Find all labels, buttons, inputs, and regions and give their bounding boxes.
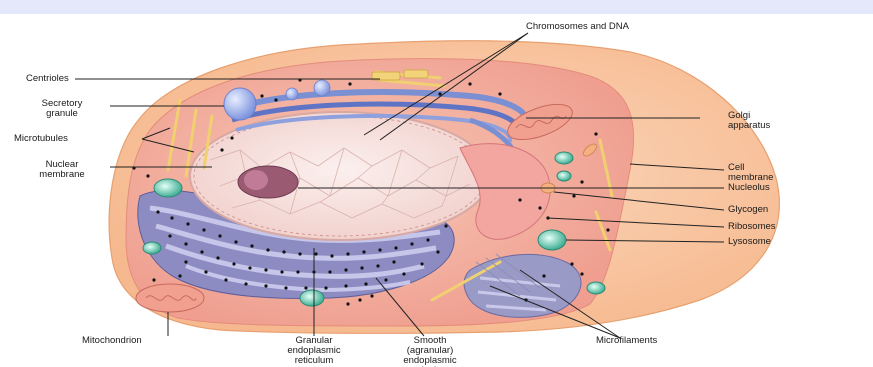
top-band: [0, 0, 873, 14]
label-smooth-er: Smooth (agranular) endoplasmic reticulum: [380, 336, 480, 367]
label-centrioles: Centrioles: [26, 74, 69, 84]
label-nuclear-membrane: Nuclear membrane: [22, 160, 102, 180]
granule-small-1: [314, 80, 330, 96]
label-ribosomes: Ribosomes: [728, 222, 776, 232]
label-microtubules: Microtubules: [14, 134, 68, 144]
label-chromosomes-dna: Chromosomes and DNA: [526, 22, 629, 32]
vesicle-right-2: [557, 171, 571, 181]
label-golgi-apparatus: Golgi apparatus: [728, 111, 770, 131]
label-nucleolus: Nucleolus: [728, 183, 770, 193]
lysosome: [538, 230, 566, 250]
vesicle-bottom: [300, 290, 324, 306]
label-microfilaments: Microfilaments: [596, 336, 657, 346]
vesicle-left: [154, 179, 182, 197]
mitochondrion-bottom: [136, 284, 204, 312]
vesicle-right-3: [587, 282, 605, 294]
granule-small-2: [286, 88, 298, 100]
label-glycogen: Glycogen: [728, 205, 768, 215]
label-lysosome: Lysosome: [728, 237, 771, 247]
vesicle-left-2: [143, 242, 161, 254]
secretory-granule: [224, 88, 256, 120]
label-secretory-granule: Secretory granule: [22, 99, 102, 119]
nucleus: [190, 112, 490, 240]
vesicle-right: [555, 152, 573, 164]
label-cell-membrane: Cell membrane: [728, 163, 773, 183]
label-mitochondrion: Mitochondrion: [82, 336, 142, 346]
nucleolus-highlight: [244, 170, 268, 190]
label-granular-er: Granular endoplasmic reticulum: [264, 336, 364, 366]
